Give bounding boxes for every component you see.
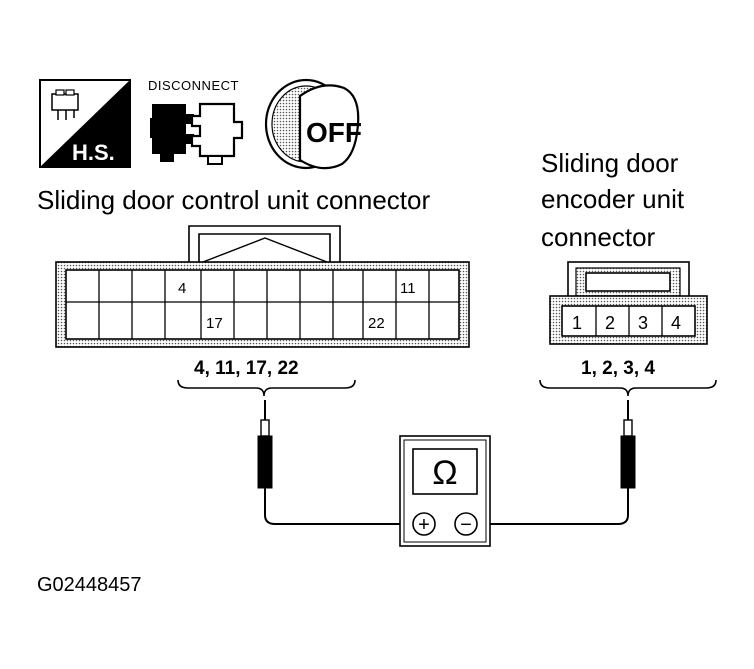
- control-pin-22: 22: [368, 315, 385, 332]
- left-probe: [257, 400, 412, 525]
- minus-terminal: [454, 512, 478, 536]
- disconnect-label: DISCONNECT: [148, 78, 239, 93]
- disconnect-connector-icon: DISCONNECT: [148, 78, 244, 165]
- control-pin-4: 4: [178, 280, 186, 297]
- ignition-key-off-icon: OFF: [264, 78, 362, 170]
- encoder-brace: [539, 379, 717, 397]
- control-test-pins: 4, 11, 17, 22: [194, 358, 299, 379]
- ohmmeter: Ω + −: [399, 435, 491, 547]
- control-unit-title: Sliding door control unit connector: [37, 185, 430, 215]
- harness-hs-icon: H.S.: [39, 79, 131, 168]
- key-off-label: OFF: [306, 117, 362, 148]
- encoder-pin-3: 3: [638, 313, 648, 333]
- encoder-unit-connector: 1 2 3 4: [549, 261, 708, 345]
- plus-label: +: [418, 514, 430, 536]
- control-pin-11: 11: [400, 280, 416, 297]
- control-pin-17: 17: [206, 315, 223, 332]
- figure-code: G02448457: [37, 574, 142, 596]
- control-brace: [177, 379, 356, 397]
- right-probe: [478, 400, 636, 525]
- encoder-pin-2: 2: [605, 313, 615, 333]
- encoder-pin-1: 1: [572, 313, 582, 333]
- plus-terminal: [412, 512, 436, 536]
- encoder-unit-title-line3: connector: [541, 222, 656, 252]
- minus-label: −: [460, 514, 472, 536]
- encoder-unit-title-line2: encoder unit: [541, 184, 685, 214]
- harness-hs-label: H.S.: [72, 140, 115, 165]
- control-unit-connector: 4 11 17 22: [55, 225, 470, 348]
- encoder-test-pins: 1, 2, 3, 4: [581, 358, 655, 379]
- encoder-pin-4: 4: [671, 313, 681, 333]
- encoder-unit-title-line1: Sliding door: [541, 148, 679, 178]
- ohm-symbol: Ω: [432, 454, 457, 492]
